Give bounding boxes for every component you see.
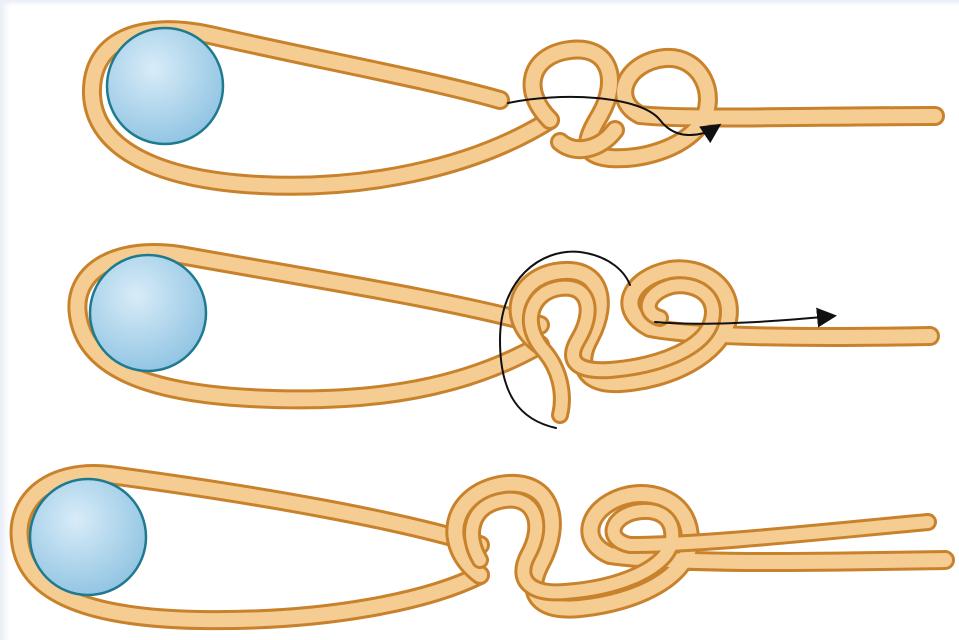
ring-icon	[90, 255, 206, 371]
step-2-panel	[77, 252, 930, 428]
ring-icon	[30, 479, 146, 595]
step-2-rope	[77, 253, 930, 415]
step-1-panel	[92, 28, 935, 186]
step-3-panel	[20, 474, 945, 620]
ring-icon	[107, 28, 223, 144]
step-3-rope	[20, 474, 945, 620]
pull-arrow	[655, 316, 833, 324]
